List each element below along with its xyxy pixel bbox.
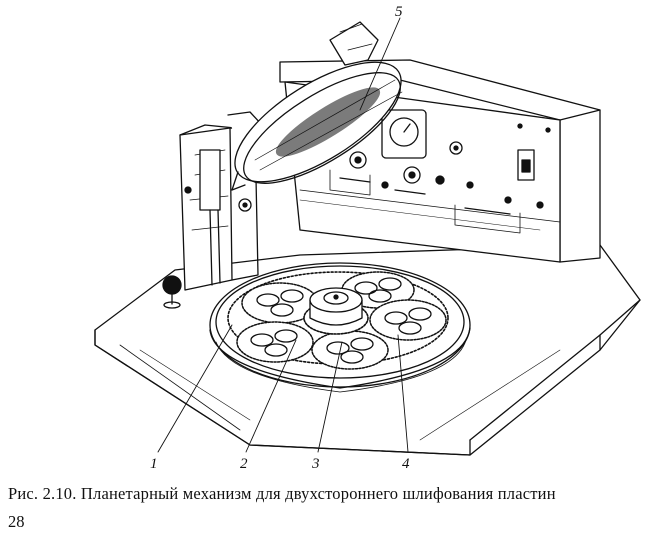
callout-label-2: 2: [240, 456, 248, 472]
satellite-carrier: [369, 299, 447, 341]
upper-grinding-disc: [231, 21, 403, 191]
figure-caption: Рис. 2.10. Планетарный механизм для двух…: [8, 484, 556, 503]
callout-label-3: 3: [311, 456, 320, 472]
lever-knob-icon: [162, 275, 182, 309]
central-sun-gear: [303, 287, 369, 335]
satellite-carrier: [311, 330, 389, 370]
callout-label-4: 4: [402, 456, 410, 472]
page-number: 28: [8, 512, 25, 531]
satellite-carrier: [236, 321, 314, 363]
control-knob-icon: [449, 141, 463, 155]
callout-leaders: [157, 17, 409, 453]
callout-label-1: 1: [150, 456, 158, 472]
clock-dial-icon: [389, 117, 419, 147]
control-knob-icon: [403, 166, 421, 184]
callout-label-5: 5: [395, 4, 403, 20]
planetary-mechanism-illustration: 5 1 2 3 4: [94, 4, 641, 472]
clock-dial-frame: [381, 109, 427, 159]
control-knob-icon: [349, 151, 367, 169]
lifting-column: [179, 111, 263, 291]
